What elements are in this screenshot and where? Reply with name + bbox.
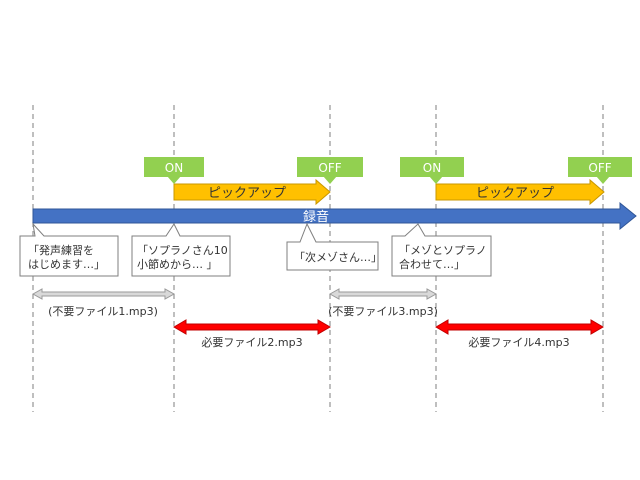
callout-bubble (131, 223, 231, 277)
callout-line: 「メゾとソプラノ (399, 244, 487, 257)
pickup-arrow-shape (173, 178, 331, 206)
marker-box (400, 157, 464, 177)
callout-line: 「発声練習を (28, 243, 94, 257)
callout-line: 小節めから… 」 (137, 257, 218, 271)
segment-label: (不要ファイル3.mp3) (328, 305, 438, 318)
callout-1: 「発声練習を はじめます…」 (19, 222, 119, 277)
marker-box (297, 157, 363, 177)
recording-label: 録音 (303, 209, 329, 225)
marker-on-2: ON (400, 157, 464, 184)
callout-4: 「メゾとソプラノ 合わせて…」 (391, 223, 492, 277)
marker-pointer (323, 176, 337, 184)
callout-line: はじめます…」 (28, 258, 105, 271)
callout-2: 「ソプラノさん10 小節めから… 」 (131, 223, 231, 277)
callout-line: 「ソプラノさん10 (137, 244, 228, 257)
callout-bubble (391, 223, 492, 277)
pickup-label: ピックアップ (476, 186, 554, 201)
marker-box (144, 157, 204, 177)
double-arrow (328, 288, 438, 300)
callout-bubble (19, 222, 119, 277)
marker-pointer (167, 176, 181, 184)
segment-label: 必要ファイル2.mp3 (201, 336, 302, 349)
marker-label: ON (423, 161, 441, 175)
pickup-arrow-1: ピックアップ (173, 178, 331, 206)
segment-unneeded-1: (不要ファイル1.mp3) (31, 288, 176, 318)
segment-unneeded-3: (不要ファイル3.mp3) (328, 288, 438, 318)
marker-label: OFF (318, 161, 341, 175)
segment-needed-4: 必要ファイル4.mp3 (435, 319, 604, 349)
marker-off-2: OFF (568, 157, 632, 184)
segment-label: (不要ファイル1.mp3) (48, 305, 158, 318)
segment-label: 必要ファイル4.mp3 (468, 336, 569, 349)
marker-label: ON (165, 161, 183, 175)
pickup-arrow-shape (435, 178, 605, 206)
pickup-arrow-2: ピックアップ (435, 178, 605, 206)
callout-bubble (286, 222, 379, 271)
marker-box (568, 157, 632, 177)
double-arrow (435, 319, 604, 335)
callout-3: 「次メゾさん…」 (286, 222, 382, 271)
marker-pointer (429, 176, 443, 184)
marker-on-1: ON (144, 157, 204, 184)
pickup-label: ピックアップ (208, 186, 286, 201)
recording-arrow-shape (32, 201, 637, 231)
marker-off-1: OFF (297, 157, 363, 184)
double-arrow (173, 319, 331, 335)
segment-needed-2: 必要ファイル2.mp3 (173, 319, 331, 349)
recording-bar: 録音 (32, 201, 637, 231)
marker-label: OFF (588, 161, 611, 175)
marker-pointer (596, 176, 610, 184)
callout-line: 「次メゾさん…」 (294, 250, 382, 264)
callout-line: 合わせて…」 (399, 257, 465, 271)
double-arrow (31, 288, 176, 300)
